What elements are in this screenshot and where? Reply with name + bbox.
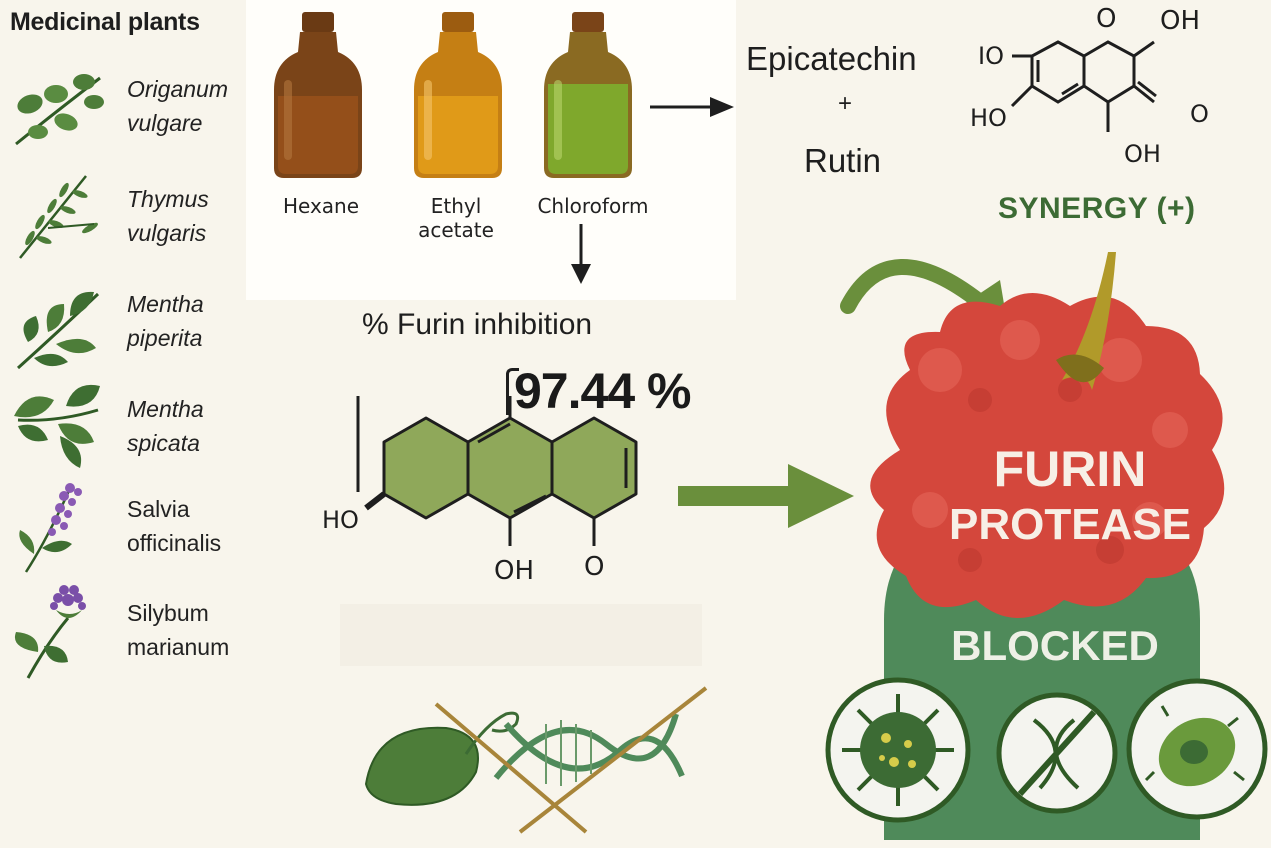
hexane-bottle-icon [274, 12, 362, 178]
solvent-label: Hexane [282, 194, 360, 218]
enzyme-name: FURIN [993, 441, 1147, 497]
faded-region [340, 604, 702, 666]
bracket [506, 368, 519, 415]
furin-inhibition-label: % Furin inhibition [362, 308, 593, 341]
panel-title: Medicinal plants [10, 8, 200, 36]
structure-label: HO [322, 506, 359, 534]
structure-label: HO [970, 104, 1007, 132]
structure-label: OH [1124, 140, 1161, 168]
structure-label: OH [1160, 6, 1201, 36]
blocked-label: BLOCKED [951, 622, 1159, 669]
enzyme-name: PROTEASE [948, 500, 1192, 549]
crossed-dna-icon [996, 692, 1118, 814]
structure-label: OH [494, 556, 535, 586]
oregano-sprig-icon [15, 74, 104, 146]
virus-icon [825, 677, 971, 823]
milk-thistle-icon [14, 585, 86, 679]
compound-rutin: Rutin [804, 142, 882, 179]
structure-label: O [1190, 100, 1209, 128]
spearmint-sprig-icon [14, 384, 100, 468]
flavonoid-structure [1010, 40, 1157, 132]
compound-epicatechin: Epicatechin [746, 40, 917, 77]
right-arrow-icon [650, 97, 734, 117]
structure-label: O [1096, 4, 1117, 34]
structure-label: O [584, 552, 605, 582]
anthraquinone-structure [356, 396, 638, 546]
crossed-leaf-dna-icon [364, 686, 708, 834]
sage-flower-icon [19, 483, 82, 573]
ethyl-acetate-bottle-icon [414, 12, 502, 178]
chloroform-bottle-icon [544, 12, 632, 178]
peppermint-sprig-icon [16, 291, 100, 370]
bacterium-icon [1126, 678, 1268, 820]
inhibition-value: 97.44 % [514, 363, 691, 419]
right-green-arrow-icon [678, 464, 854, 528]
synergy-label: SYNERGY (+) [998, 192, 1196, 225]
structure-label: IO [978, 42, 1004, 70]
down-arrow-icon [571, 224, 591, 284]
solvent-label: Chloroform [537, 194, 649, 218]
thyme-sprig-icon [19, 175, 98, 259]
plus-sign: + [838, 90, 853, 117]
